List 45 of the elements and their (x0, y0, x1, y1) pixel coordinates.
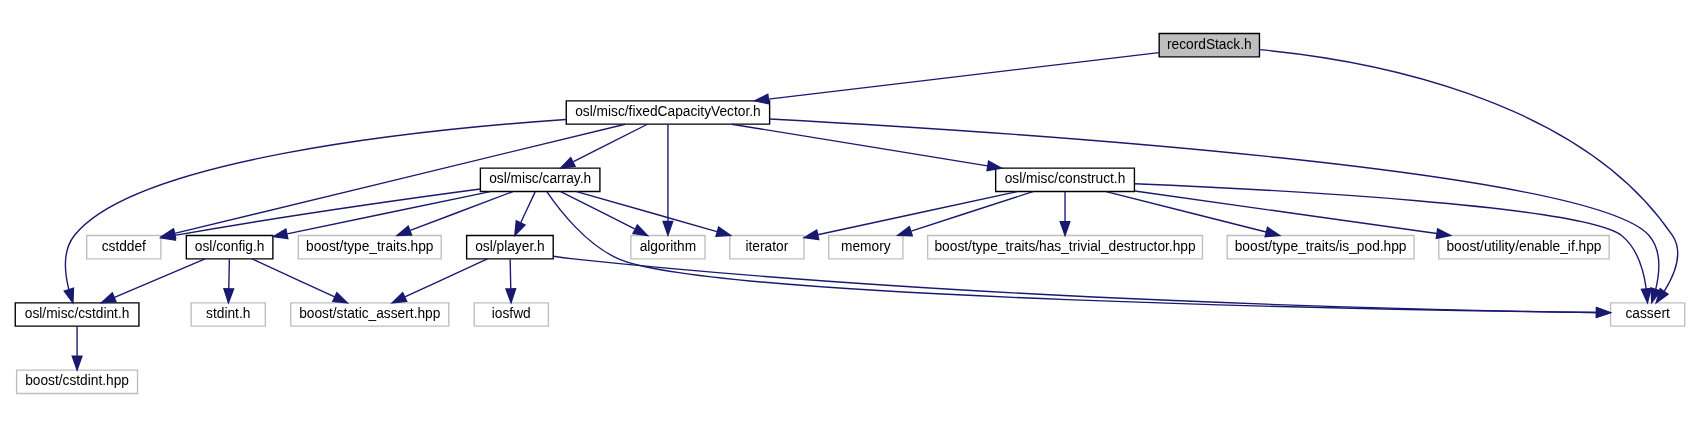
node-box: osl/misc/fixedCapacityVector.h (565, 100, 771, 125)
arrow (662, 123, 674, 238)
node-box: osl/misc/carray.h (479, 167, 601, 193)
arrow (390, 258, 489, 304)
arrow (1059, 191, 1071, 238)
arrow (1134, 183, 1652, 305)
node-box: iterator (729, 234, 805, 260)
arrow (271, 190, 491, 240)
arrow (1134, 190, 1453, 240)
arrow (395, 190, 514, 237)
node-box: cassert (1609, 302, 1686, 327)
arrow (513, 191, 536, 238)
node-box: boost/cstdint.hpp (15, 369, 139, 395)
arrow (769, 118, 1662, 305)
node-box: boost/type_traits.hpp (297, 234, 442, 260)
arrow (1105, 190, 1282, 238)
arrow (575, 190, 733, 238)
arrow (560, 190, 650, 237)
arrow (552, 255, 1613, 319)
arrow (71, 325, 83, 373)
node-box: stdint.h (190, 302, 266, 327)
arrow (99, 258, 206, 304)
node-box: memory (828, 234, 904, 260)
node-box: cstddef (86, 234, 162, 260)
node-box: recordStack.h (1158, 32, 1261, 58)
arrow (802, 190, 1018, 241)
node-box: boost/utility/enable_if.hpp (1438, 234, 1610, 260)
arrow (731, 123, 1004, 172)
arrow (895, 190, 1034, 237)
node-box: boost/type_traits/is_pod.hpp (1226, 234, 1415, 260)
arrow (223, 258, 235, 305)
node-box: osl/misc/cstdint.h (14, 302, 140, 327)
node-box: osl/player.h (465, 234, 554, 260)
arrow (558, 123, 649, 170)
arrow (1258, 49, 1679, 305)
arrow (752, 51, 1160, 105)
node-box: osl/config.h (185, 234, 274, 260)
arrow (63, 118, 567, 305)
node-box: algorithm (630, 234, 706, 260)
arrow (251, 258, 350, 304)
node-box: osl/misc/construct.h (994, 167, 1136, 193)
node-box: boost/static_assert.hpp (290, 302, 450, 327)
node-box: boost/type_traits/has_trivial_destructor.hpp (926, 234, 1204, 260)
arrow (505, 258, 517, 305)
node-box: iosfwd (473, 302, 550, 327)
